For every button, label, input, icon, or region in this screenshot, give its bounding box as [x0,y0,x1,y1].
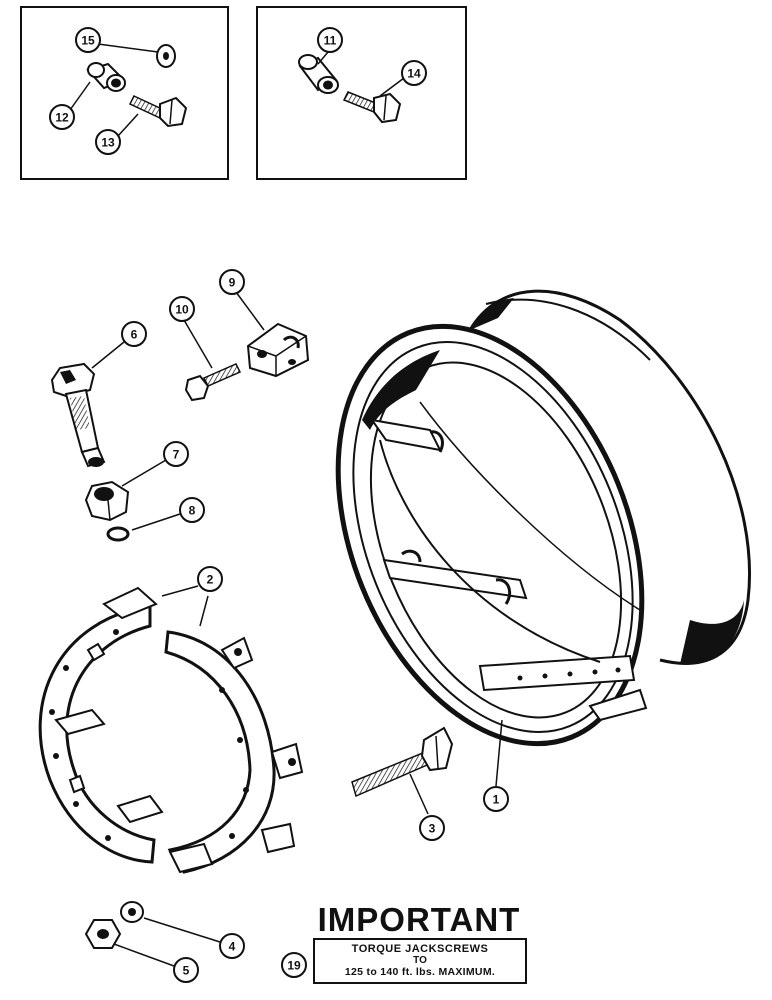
svg-text:7: 7 [173,448,180,462]
svg-text:15: 15 [81,34,95,48]
svg-text:11: 11 [324,34,337,48]
callout-5: 5 [173,957,199,983]
callout-19: 19 [281,952,307,978]
callout-3: 3 [419,815,445,841]
callout-4: 4 [219,933,245,959]
svg-text:9: 9 [229,276,236,290]
leader-lines [69,43,503,967]
callout-11: 11 [317,27,343,53]
notice-line-2: TO [413,955,427,966]
callout-6: 6 [121,321,147,347]
spacer-part-11 [298,54,339,94]
svg-text:10: 10 [175,303,189,317]
bolt-part-13 [128,95,188,128]
clamp-block-part-9 [246,322,310,378]
washer-part-15 [156,44,176,68]
nut-part-7 [84,480,130,522]
svg-text:1: 1 [493,793,500,807]
bolt-part-10 [184,363,242,402]
washer-part-4 [120,901,144,923]
svg-text:19: 19 [287,959,301,973]
svg-text:12: 12 [55,111,69,125]
callout-1: 1 [483,786,509,812]
svg-text:2: 2 [207,573,214,587]
callout-13: 13 [95,129,121,155]
nut-part-5 [84,919,122,949]
clamp-ring-part-2 [38,586,304,874]
callout-15: 15 [75,27,101,53]
svg-text:6: 6 [131,328,138,342]
important-title: IMPORTANT [317,901,521,938]
callout-12: 12 [49,104,75,130]
inset-frame-left [20,6,229,180]
torque-notice-box: TORQUE JACKSCREWS TO 125 to 140 ft. lbs.… [313,938,527,984]
notice-line-3: 125 to 140 ft. lbs. MAXIMUM. [344,966,496,978]
svg-text:8: 8 [189,504,196,518]
svg-text:13: 13 [101,136,115,150]
jackscrew-bolt-part-3 [351,726,454,798]
svg-text:4: 4 [229,940,236,954]
wheel-rim-part-1 [335,289,751,747]
bolt-part-14 [342,91,402,124]
svg-text:14: 14 [407,67,421,81]
notice-line-1: TORQUE JACKSCREWS [351,943,489,955]
wedge-bolt-part-6 [50,362,106,468]
spacer-part-12 [86,62,126,92]
callout-14: 14 [401,60,427,86]
svg-text:5: 5 [183,964,190,978]
callout-8: 8 [179,497,205,523]
svg-text:3: 3 [429,822,436,836]
inset-frame-right [256,6,467,180]
callout-2: 2 [197,566,223,592]
callout-9: 9 [219,269,245,295]
callout-10: 10 [169,296,195,322]
callout-7: 7 [163,441,189,467]
o-ring-part-8 [106,526,130,542]
